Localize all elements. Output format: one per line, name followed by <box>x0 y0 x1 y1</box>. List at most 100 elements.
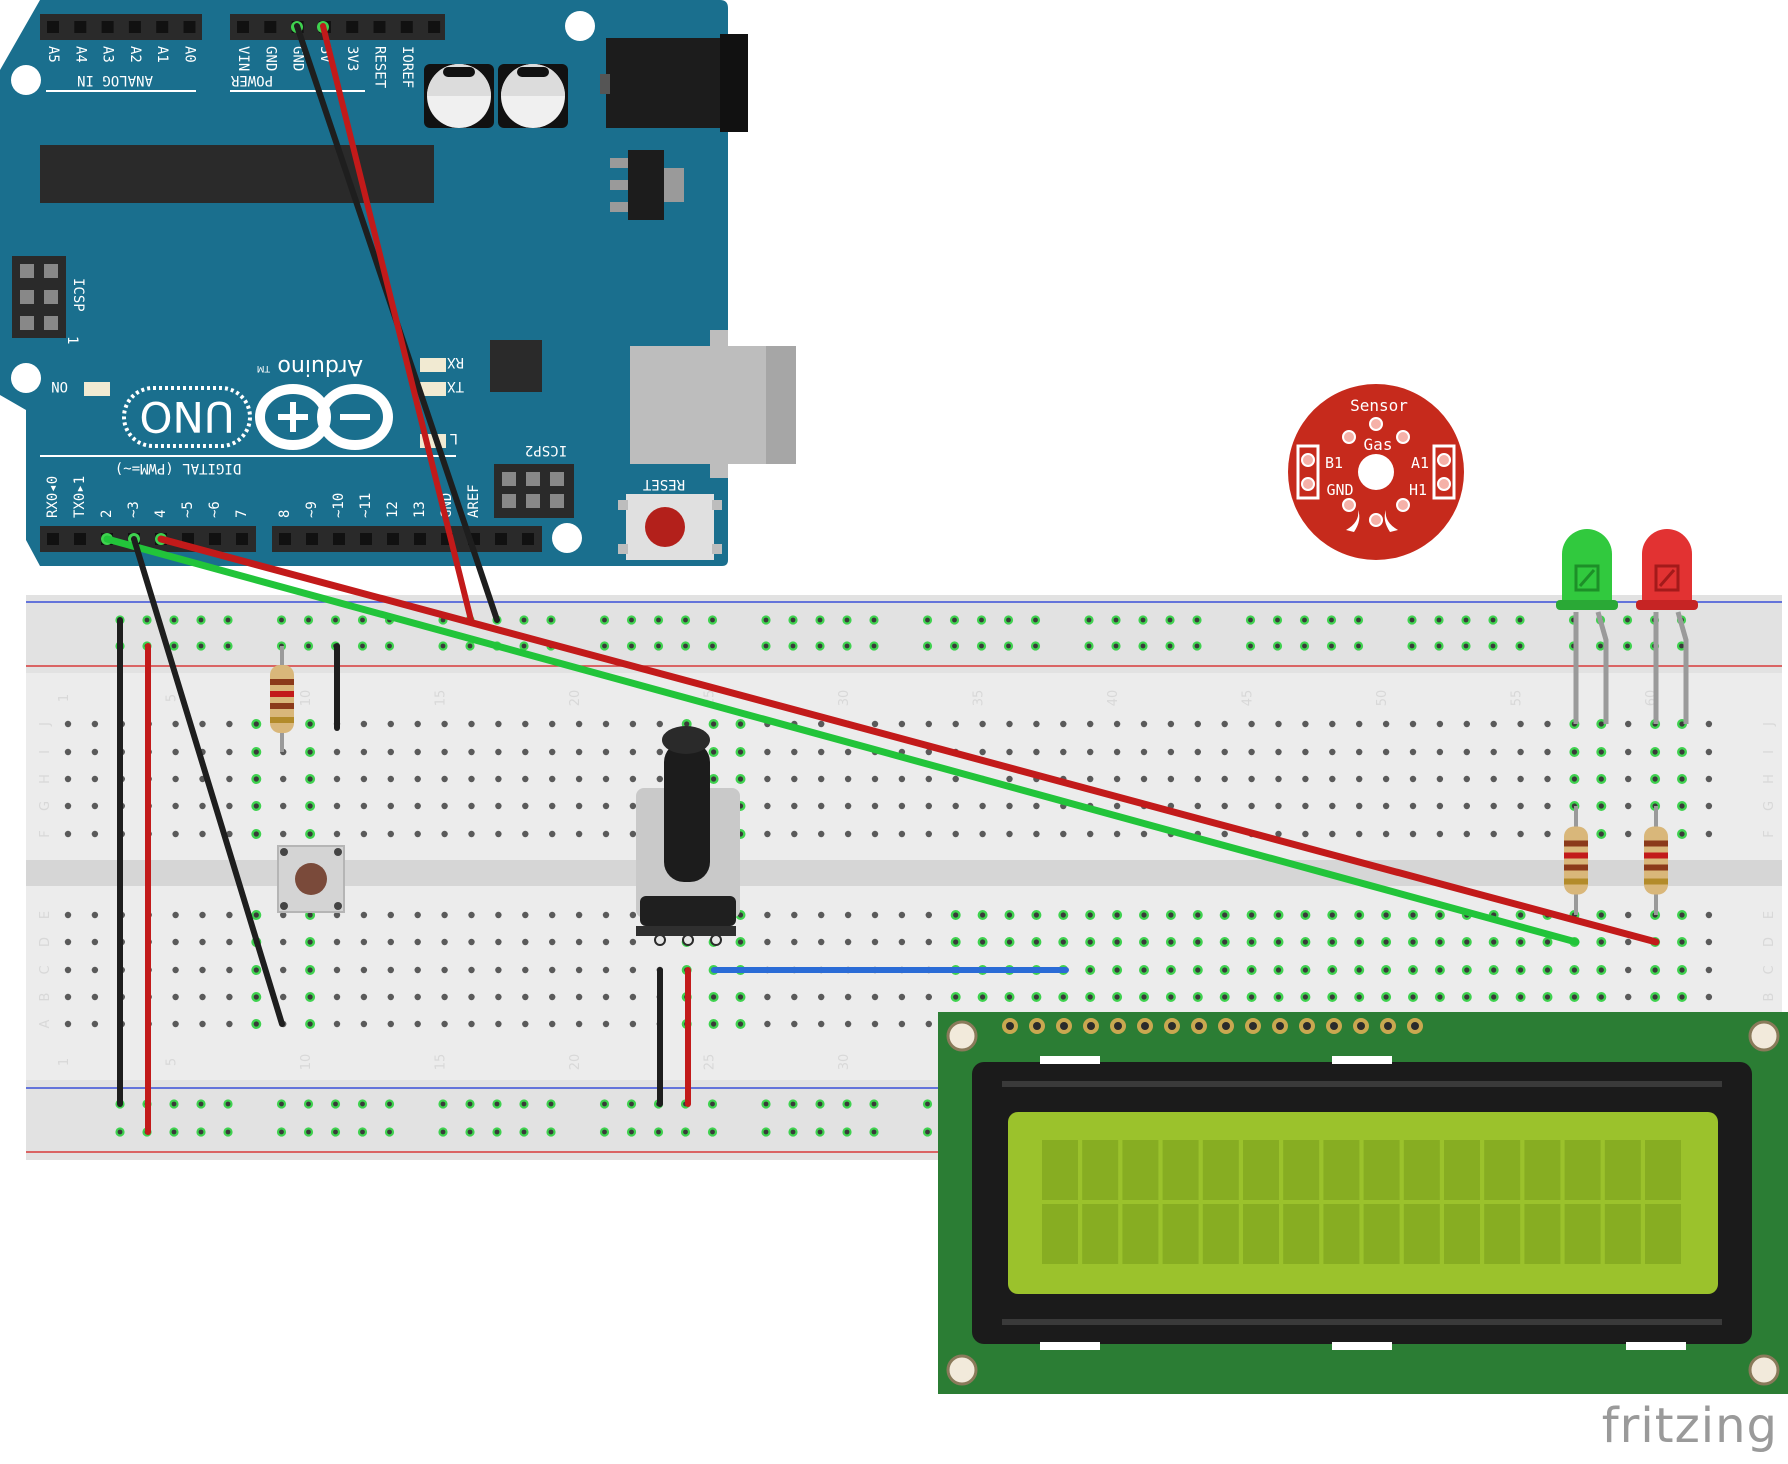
breadboard-hole <box>737 1021 744 1027</box>
lcd-cell <box>1202 1140 1239 1200</box>
breadboard-hole <box>468 775 475 783</box>
breadboard-hole <box>1114 939 1120 945</box>
header-pin <box>209 533 221 545</box>
breadboard-hole <box>1464 967 1470 973</box>
breadboard-hole <box>226 775 233 783</box>
breadboard-hole <box>871 1020 879 1028</box>
led-rim <box>1556 600 1618 610</box>
breadboard-hole <box>818 911 825 919</box>
reset-button[interactable]: RESET <box>618 476 722 560</box>
lcd-pin <box>1357 1022 1365 1030</box>
row-letter: A <box>38 1019 53 1028</box>
breadboard-hole <box>1329 720 1336 728</box>
rail-hole <box>602 1129 607 1135</box>
breadboard-hole <box>468 938 475 946</box>
breadboard-hole <box>172 993 179 1001</box>
breadboard-hole <box>1382 720 1390 728</box>
breadboard-hole <box>1491 967 1497 973</box>
header-pin <box>414 533 426 545</box>
led-die <box>1654 564 1680 592</box>
breadboard-hole <box>1329 802 1336 810</box>
breadboard-hole <box>1652 749 1658 755</box>
l-label: L <box>450 430 458 446</box>
breadboard-hole <box>629 938 637 946</box>
breadboard-hole <box>1140 720 1148 728</box>
rail-hole <box>763 1101 769 1107</box>
column-number: 30 <box>837 690 852 707</box>
breadboard-hole <box>575 993 583 1001</box>
lcd-cell <box>1122 1204 1159 1264</box>
row-letter: I <box>1762 750 1777 754</box>
breadboard-hole <box>1410 939 1416 945</box>
breadboard-hole <box>172 830 179 838</box>
breadboard-hole <box>1436 748 1444 756</box>
breadboard-hole <box>925 938 932 946</box>
breadboard-hole <box>387 720 394 728</box>
icsp2-pin <box>550 472 564 486</box>
breadboard-hole <box>1437 939 1443 945</box>
rail-hole <box>763 617 769 623</box>
breadboard-hole <box>91 993 99 1001</box>
breadboard-hole <box>1705 775 1713 783</box>
breadboard-hole <box>1679 776 1685 782</box>
rail-hole <box>629 1101 634 1107</box>
breadboard-hole <box>1195 967 1201 973</box>
pin-label: 2 <box>99 510 115 518</box>
breadboard-hole <box>549 775 556 783</box>
breadboard-hole <box>1518 939 1524 945</box>
rail-hole <box>763 1129 769 1135</box>
breadboard-hole <box>468 911 475 919</box>
breadboard-hole <box>1517 720 1524 728</box>
breadboard-hole <box>1544 939 1551 945</box>
breadboard-hole <box>64 802 72 810</box>
sensor-pad <box>1396 498 1410 512</box>
lcd-cell <box>1243 1140 1279 1200</box>
breadboard-hole <box>1410 967 1416 973</box>
breadboard-hole <box>1517 775 1524 783</box>
header-pin <box>128 21 141 33</box>
breadboard-hole <box>629 911 637 919</box>
breadboard-hole <box>522 802 529 810</box>
rail-hole <box>1086 617 1092 623</box>
breadboard-hole <box>226 830 233 838</box>
breadboard-hole <box>226 720 233 728</box>
rail-hole <box>467 1129 473 1135</box>
breadboard-hole <box>1168 939 1174 945</box>
led-die <box>1574 564 1600 592</box>
lcd-tab <box>1626 1342 1686 1350</box>
row-letter: B <box>1762 993 1777 1002</box>
breadboard-hole <box>1598 939 1604 945</box>
breadboard-hole <box>1544 830 1551 838</box>
breadboard-hole <box>1625 911 1632 919</box>
analog-header <box>40 14 202 40</box>
top-power-rail <box>26 595 1782 673</box>
breadboard-hole <box>1249 939 1255 945</box>
breadboard-hole <box>1221 802 1228 810</box>
breadboard-hole <box>602 748 610 756</box>
breadboard-hole <box>172 748 179 756</box>
header-pin <box>333 533 345 545</box>
rail-hole <box>817 1129 823 1135</box>
row-letter: D <box>38 937 53 947</box>
pin-label: 3V3 <box>344 46 360 71</box>
breadboard-hole <box>414 720 421 728</box>
rail-hole <box>763 643 769 649</box>
breadboard-hole <box>1087 830 1094 838</box>
gas-sensor-pads <box>1296 417 1456 527</box>
breadboard-hole <box>737 939 744 945</box>
push-button[interactable] <box>277 845 345 913</box>
header-pin <box>373 21 386 33</box>
breadboard-hole <box>64 966 72 974</box>
breadboard-hole <box>1356 994 1362 1000</box>
breadboard-hole <box>495 938 502 946</box>
mounting-hole <box>552 523 582 553</box>
potentiometer[interactable] <box>636 726 740 946</box>
rail-hole <box>360 1129 365 1135</box>
breadboard-hole <box>441 911 448 919</box>
breadboard-hole <box>1033 802 1040 810</box>
breadboard-hole <box>387 938 394 946</box>
rail-hole <box>1409 617 1415 623</box>
breadboard-hole <box>549 802 556 810</box>
breadboard-hole <box>64 911 72 919</box>
